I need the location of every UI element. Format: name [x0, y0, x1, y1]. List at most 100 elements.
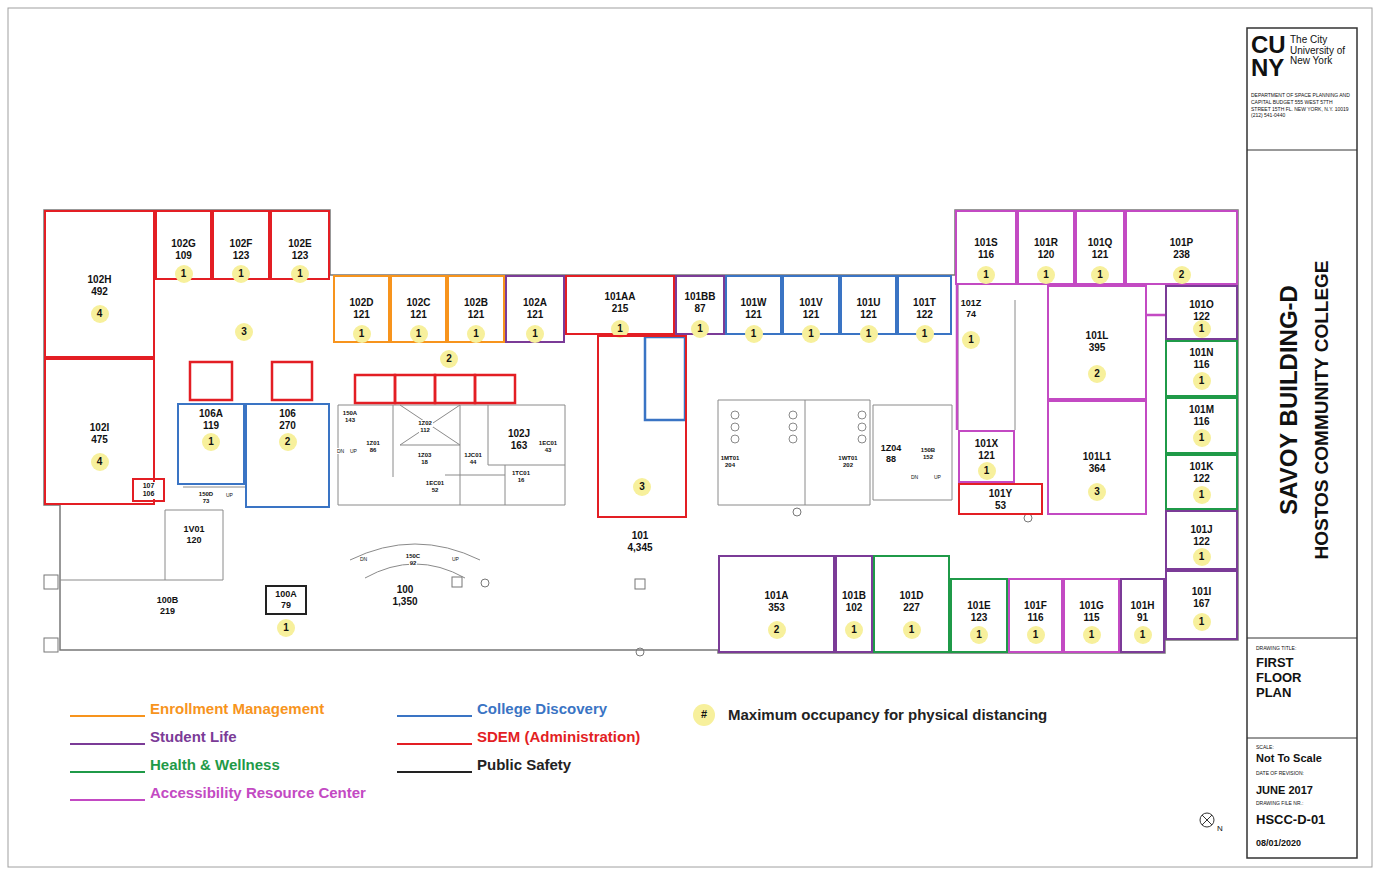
occupancy-number: 1 [526, 325, 544, 343]
department-room: 101BB871 [675, 275, 725, 335]
room-number: 101 [631, 530, 650, 542]
room: 1MT01204 [713, 455, 747, 475]
room-number: 102F [229, 238, 254, 250]
room-text: 101S116 [957, 237, 1015, 261]
room-area: 123 [970, 612, 989, 624]
room-text: 1Z0318 [412, 452, 437, 466]
room-area: 143 [344, 417, 356, 424]
room-number: 102C [406, 297, 432, 309]
room-number: 101M [1188, 404, 1215, 416]
toilet [731, 411, 739, 419]
department-room: 101J1221 [1165, 510, 1238, 570]
room-number: 101F [1023, 600, 1048, 612]
room-area: 116 [1192, 416, 1210, 428]
department-room: 101L13643 [1047, 400, 1147, 515]
room: 2 [400, 343, 498, 375]
occupancy-number: 1 [1083, 626, 1101, 644]
department-room: 1062702 [245, 403, 330, 508]
legend-line-sample [70, 771, 145, 773]
room-text: 101Q121 [1077, 237, 1123, 261]
legend-line-sample [397, 743, 472, 745]
room: 1Z0186 [360, 440, 386, 460]
room-number: 101G [1078, 600, 1104, 612]
room-area: 227 [902, 602, 921, 614]
room-number: 102I [89, 422, 110, 434]
department-room: 101O1221 [1165, 285, 1238, 340]
room-area: 4,345 [626, 542, 653, 554]
room-number: 101A [764, 590, 790, 602]
toilet [789, 411, 797, 419]
room-number: 1EC01 [538, 440, 558, 447]
room-area: 120 [1037, 249, 1056, 261]
north-arrow-label: N [1217, 824, 1223, 834]
occupancy-number: 1 [916, 325, 934, 343]
toilet [789, 435, 797, 443]
room-text: 1001,350 [380, 584, 430, 608]
room-number: 107 [142, 482, 156, 490]
room-area: 163 [510, 440, 529, 452]
room-area: 121 [352, 309, 371, 321]
department-room: 102E1231 [270, 210, 330, 280]
stair-direction: UP [226, 492, 233, 498]
room-text: 106270 [247, 408, 328, 432]
room-text: 100B219 [140, 595, 195, 617]
field-caption: SCALE: [1256, 744, 1274, 750]
room-area: 121 [1091, 249, 1110, 261]
room-area: 270 [278, 420, 297, 432]
room-area: 121 [744, 309, 763, 321]
room-number: 101T [912, 297, 937, 309]
room-text: 102A121 [507, 297, 563, 321]
room-text: 102E123 [272, 238, 328, 262]
room-area: 215 [611, 303, 630, 315]
room: 150B152 [913, 447, 943, 467]
room-area: 91 [1136, 612, 1149, 624]
room: 1TC0116 [506, 470, 536, 490]
stair-direction: DN [911, 474, 918, 480]
room-area: 353 [767, 602, 786, 614]
field-value: 08/01/2020 [1256, 838, 1301, 849]
department-room: 102D1211 [333, 275, 390, 343]
room-number: 101W [739, 297, 767, 309]
sdem-office [190, 362, 232, 400]
room-text: 1Z0186 [360, 440, 386, 454]
occupancy-number: 4 [91, 453, 109, 471]
room-area: 119 [202, 420, 220, 432]
occupancy-number: 1 [1027, 626, 1045, 644]
room-text: 150B152 [913, 447, 943, 461]
room-area: 109 [174, 250, 193, 262]
department-room: 101L3952 [1047, 285, 1147, 400]
room-number: 102B [463, 297, 489, 309]
room-number: 102H [87, 274, 113, 286]
room-text: 101A353 [720, 590, 833, 614]
room-number: 102A [522, 297, 548, 309]
occupancy-number: 1 [845, 621, 863, 639]
north-arrow-circle [1200, 813, 1214, 827]
occupancy-number: 1 [1091, 266, 1109, 284]
room-area: 106 [142, 490, 156, 498]
room-number: 150A [342, 410, 358, 417]
legend-text: SDEM (Administration) [477, 728, 640, 746]
building-name: SAVOY BUILDING-D [1275, 285, 1304, 515]
room-text: 101BB87 [677, 291, 723, 315]
occupancy-number: 1 [277, 619, 295, 637]
occupancy-number: 4 [91, 305, 109, 323]
legend-text: Maximum occupancy for physical distancin… [728, 706, 1047, 724]
room-number: 1Z02 [417, 420, 433, 427]
department-room: 101R1201 [1017, 210, 1075, 285]
field-value: HSCC-D-01 [1256, 812, 1325, 828]
toilet [858, 435, 866, 443]
room-area: 86 [369, 447, 378, 454]
toilet [789, 423, 797, 431]
room-area: 152 [922, 454, 934, 461]
room-area: 120 [185, 535, 202, 546]
legend-text: Accessibility Resource Center [150, 784, 366, 802]
room-area: 116 [1026, 612, 1044, 624]
room-number: 102J [507, 428, 531, 440]
room: 1Z0488 [875, 443, 907, 467]
room-text: 102J163 [495, 428, 543, 452]
sdem-office [435, 375, 475, 403]
legend-text: Enrollment Management [150, 700, 324, 718]
room-area: 1,350 [391, 596, 418, 608]
stair-direction: UP [350, 448, 357, 454]
